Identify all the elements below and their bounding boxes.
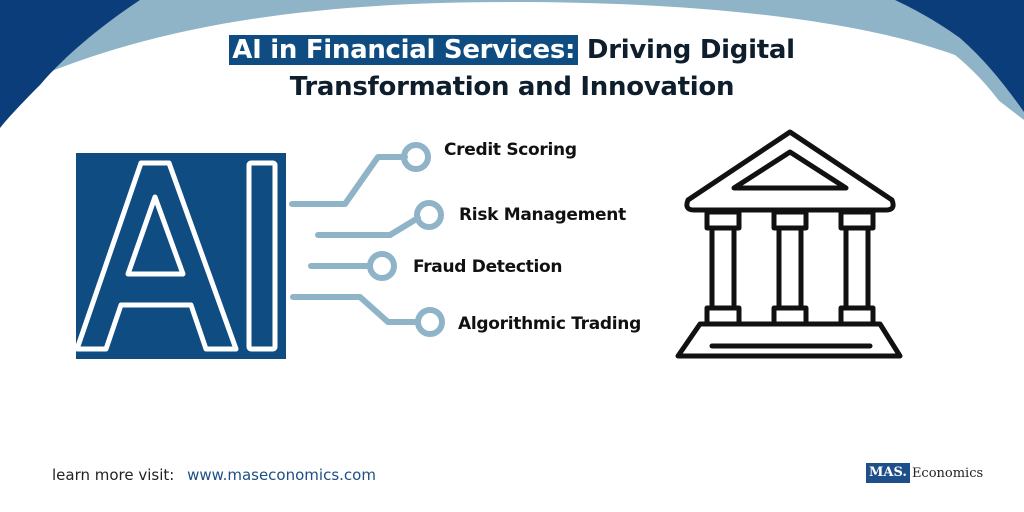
logo-name: Economics: [911, 465, 984, 481]
feature-fraud-detection: Fraud Detection: [413, 257, 563, 277]
title-line-1: AI in Financial Services: Driving Digita…: [0, 32, 1024, 69]
page-title: AI in Financial Services: Driving Digita…: [0, 32, 1024, 106]
feature-risk-management: Risk Management: [459, 205, 626, 225]
mas-economics-logo: MAS. Economics: [866, 463, 983, 483]
title-highlight: AI in Financial Services:: [229, 35, 579, 65]
feature-credit-scoring: Credit Scoring: [444, 140, 577, 160]
logo-mark: MAS.: [866, 463, 910, 483]
title-line-2: Transformation and Innovation: [289, 72, 735, 102]
bank-building-icon: [675, 129, 903, 359]
ai-letters-icon: [76, 153, 286, 359]
title-line-1-rest: Driving Digital: [586, 35, 795, 65]
footer-prompt: learn more visit:: [52, 466, 175, 484]
website-link[interactable]: www.maseconomics.com: [187, 466, 376, 484]
feature-algorithmic-trading: Algorithmic Trading: [458, 314, 641, 334]
footer: learn more visit: www.maseconomics.com: [52, 466, 376, 484]
